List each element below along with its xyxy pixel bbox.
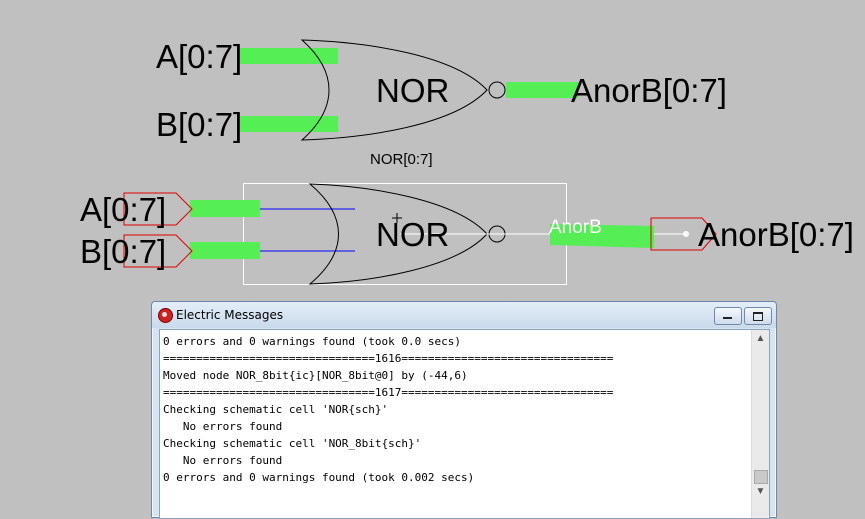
- scroll-up-arrow-icon[interactable]: ▲: [755, 333, 766, 344]
- message-line: ================================1617====…: [163, 386, 614, 399]
- bus-wire-out-lower[interactable]: [550, 224, 654, 248]
- bus-wire-b-lower[interactable]: [190, 242, 260, 259]
- icon-gate-text: NOR: [376, 72, 450, 109]
- export-pin-out[interactable]: [650, 217, 717, 251]
- bus-wire-a-lower[interactable]: [190, 200, 260, 217]
- icon-input-b-label: B[0:7]: [156, 106, 243, 143]
- nor-gate-body: [300, 39, 488, 141]
- message-line: Checking schematic cell 'NOR{sch}': [163, 403, 389, 416]
- icon-input-a-label: A[0:7]: [156, 38, 243, 75]
- messages-titlebar[interactable]: Electric Messages: [152, 302, 776, 328]
- export-pin-a[interactable]: [123, 192, 193, 226]
- minimize-button[interactable]: [714, 307, 742, 325]
- bus-wire-b[interactable]: [240, 116, 338, 132]
- bus-wire-out[interactable]: [506, 82, 578, 98]
- bus-wire-a[interactable]: [240, 48, 338, 64]
- message-line: No errors found: [163, 420, 283, 433]
- nor-instance-lower[interactable]: [190, 183, 689, 285]
- message-line: 0 errors and 0 warnings found (took 0.0 …: [163, 335, 462, 348]
- schematic-canvas[interactable]: [0, 0, 865, 507]
- export-b-label[interactable]: B[0:7]: [80, 233, 167, 270]
- nor-gate-body-lower: [308, 183, 488, 285]
- arc-end-point: [683, 231, 689, 237]
- maximize-button[interactable]: [744, 307, 772, 325]
- schematic-gate-text: NOR: [376, 216, 450, 253]
- messages-list: 0 errors and 0 warnings found (took 0.0 …: [163, 333, 613, 486]
- wire-name-label[interactable]: AnorB: [549, 217, 602, 238]
- electric-app-icon: [158, 308, 173, 323]
- export-out-label[interactable]: AnorB[0:7]: [698, 216, 854, 253]
- vertical-scrollbar[interactable]: ▲ ▼: [751, 330, 769, 518]
- scroll-down-arrow-icon[interactable]: ▼: [755, 486, 766, 497]
- messages-window[interactable]: Electric Messages 0 errors and 0 warning…: [151, 301, 777, 519]
- minimize-icon: [723, 317, 732, 319]
- message-line: ================================1616====…: [163, 352, 614, 365]
- messages-text-area[interactable]: 0 errors and 0 warnings found (took 0.0 …: [159, 329, 770, 519]
- message-line: No errors found: [163, 454, 283, 467]
- export-a-label[interactable]: A[0:7]: [80, 191, 167, 228]
- inverter-bubble: [488, 81, 506, 99]
- maximize-icon: [753, 312, 763, 321]
- message-line: Moved node NOR_8bit{ic}[NOR_8bit@0] by (…: [163, 369, 468, 382]
- export-pin-b[interactable]: [123, 234, 193, 268]
- instance-name-label[interactable]: NOR[0:7]: [370, 151, 433, 168]
- message-line: Checking schematic cell 'NOR_8bit{sch}': [163, 437, 422, 450]
- scroll-thumb[interactable]: [754, 470, 768, 484]
- messages-title: Electric Messages: [176, 308, 284, 322]
- nor-icon-upper[interactable]: [240, 39, 578, 141]
- icon-output-label: AnorB[0:7]: [571, 72, 727, 109]
- message-line: 0 errors and 0 warnings found (took 0.00…: [163, 471, 475, 484]
